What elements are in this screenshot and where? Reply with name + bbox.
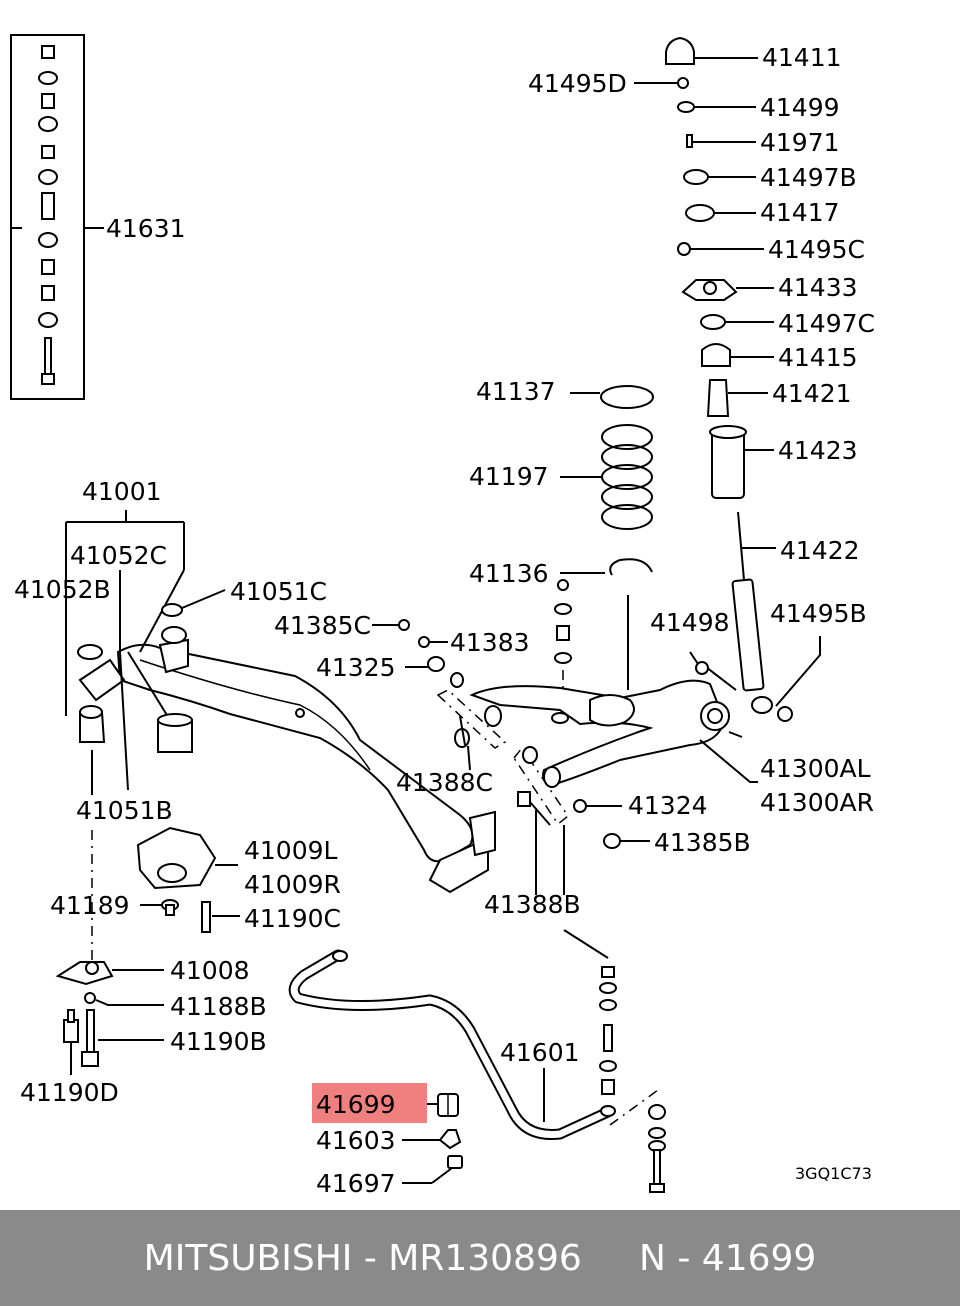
label-41300AR: 41300AR [760,788,874,817]
label-41001: 41001 [82,477,162,506]
drawing-code: 3GQ1C73 [795,1164,872,1183]
label-41423: 41423 [778,436,858,465]
label-41189: 41189 [50,891,130,920]
label-41137: 41137 [476,377,556,406]
label-41190C: 41190C [244,904,341,933]
shock-absorber-stack [634,36,821,722]
bushings-left [77,589,226,960]
lower-control-arm [469,651,758,788]
stabilizer-link-stack [599,966,666,1193]
label-41051C: 41051C [230,577,327,606]
label-41300AL: 41300AL [760,754,871,783]
label-41417: 41417 [760,198,840,227]
label-41009R: 41009R [244,870,341,899]
label-41497C: 41497C [778,309,875,338]
label-41051B: 41051B [76,796,173,825]
label-41385C: 41385C [274,611,371,640]
label-41197: 41197 [469,462,549,491]
label-41415: 41415 [778,343,858,372]
label-41324: 41324 [628,791,708,820]
label-41052C: 41052C [70,541,167,570]
coil-spring [560,385,654,690]
label-41188B: 41188B [170,992,267,1021]
label-41433: 41433 [778,273,858,302]
label-41497B: 41497B [760,163,857,192]
label-41190D: 41190D [20,1078,119,1107]
label-41495D: 41495D [528,69,627,98]
label-41385B: 41385B [654,828,751,857]
label-41603: 41603 [316,1126,396,1155]
label-41495C: 41495C [768,235,865,264]
mount-bracket-41009 [136,826,240,933]
label-41697: 41697 [316,1169,396,1198]
label-41971: 41971 [760,128,840,157]
mount-41008 [55,961,164,1075]
part-labels: 41411 41495D 41499 41971 41497B 41417 41… [14,43,875,1198]
crossmember [78,626,496,894]
label-41495B: 41495B [770,599,867,628]
stabilizer-bar [288,949,616,1140]
label-41008: 41008 [170,956,250,985]
part-number-footer: MITSUBISHI - MR130896 N - 41699 [0,1210,960,1306]
label-41388C: 41388C [396,768,493,797]
label-41421: 41421 [772,379,852,408]
footer-part-reference: MITSUBISHI - MR130896 N - 41699 [143,1237,817,1279]
label-41190B: 41190B [170,1027,267,1056]
label-41009L: 41009L [244,836,338,865]
label-41499: 41499 [760,93,840,122]
label-brackets [65,510,185,791]
bushing-stack-upper [554,579,572,715]
label-41411: 41411 [762,43,842,72]
kit-41631-box [10,34,104,400]
label-41383: 41383 [450,628,530,657]
highlight-41699 [312,1083,427,1123]
label-41052B: 41052B [14,575,111,604]
label-41325: 41325 [316,653,396,682]
suspension-parts-diagram: 41411 41495D 41499 41971 41497B 41417 41… [10,34,875,1198]
label-41699: 41699 [316,1090,396,1119]
middle-fasteners [372,619,650,959]
label-41136: 41136 [469,559,549,588]
label-41388B: 41388B [484,890,581,919]
label-41498: 41498 [650,608,730,637]
label-41422: 41422 [780,536,860,565]
label-41631: 41631 [106,214,186,243]
label-41601: 41601 [500,1038,580,1067]
stabilizer-bushing-parts [402,1093,463,1184]
